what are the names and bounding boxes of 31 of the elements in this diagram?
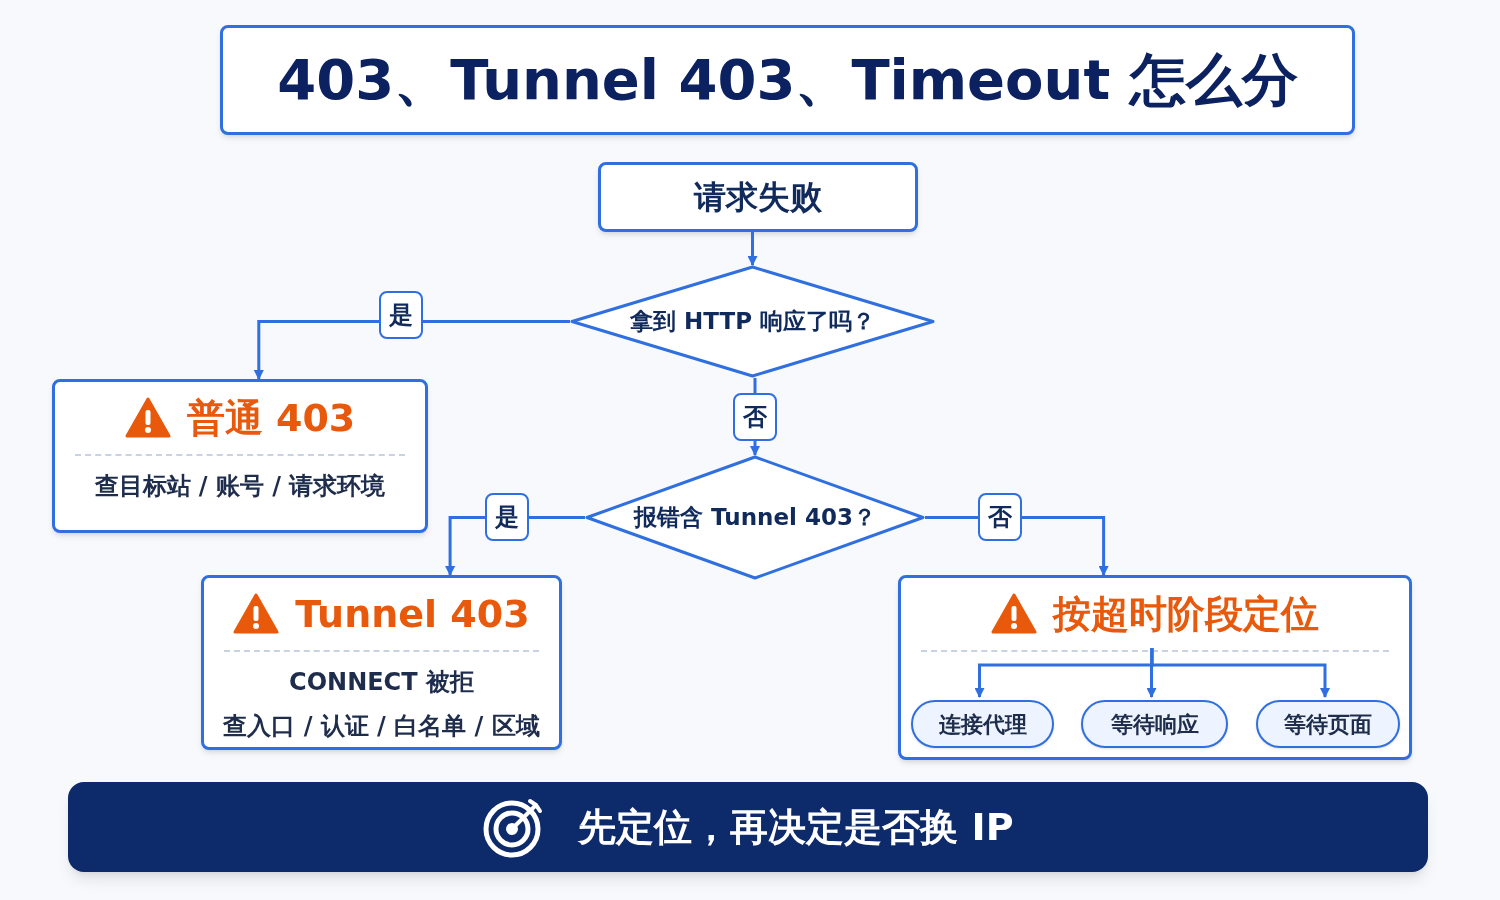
arrow — [253, 320, 570, 380]
card-heading: 按超时阶段定位 — [1053, 590, 1319, 638]
title-box: 403、Tunnel 403、Timeout 怎么分 — [220, 25, 1355, 135]
banner-text: 先定位，再决定是否换 IP — [578, 803, 1014, 851]
edge-label: 是 — [485, 493, 529, 541]
decision-diamond — [585, 455, 925, 580]
summary-banner — [68, 782, 1428, 872]
edge-label: 否 — [978, 493, 1022, 541]
decision-text: 报错含 Tunnel 403？ — [634, 503, 876, 533]
result-card — [201, 575, 562, 750]
pill-text: 连接代理 — [938, 710, 1027, 739]
arrow — [747, 232, 758, 266]
edge-label: 否 — [733, 393, 777, 441]
result-card — [52, 379, 428, 533]
card-text: CONNECT 被拒 — [289, 667, 474, 698]
process-box — [598, 162, 918, 232]
pill-text: 等待响应 — [1110, 710, 1199, 739]
stage-pill — [1081, 700, 1228, 748]
card-heading: 普通 403 — [186, 394, 356, 442]
box-text: 请求失败 — [694, 177, 822, 218]
decision-text: 拿到 HTTP 响应了吗？ — [630, 307, 875, 337]
card-text: 查目标站 / 账号 / 请求环境 — [94, 471, 386, 502]
pill-text: 等待页面 — [1284, 710, 1372, 739]
arrow — [1150, 648, 1330, 698]
decision-diamond — [570, 265, 935, 378]
edge-label: 是 — [379, 291, 423, 339]
stage-pill — [1256, 700, 1400, 748]
stage-pill — [911, 700, 1054, 748]
result-card — [898, 575, 1412, 760]
card-heading: Tunnel 403 — [295, 590, 530, 638]
card-text: 查入口 / 认证 / 白名单 / 区域 — [223, 711, 540, 742]
